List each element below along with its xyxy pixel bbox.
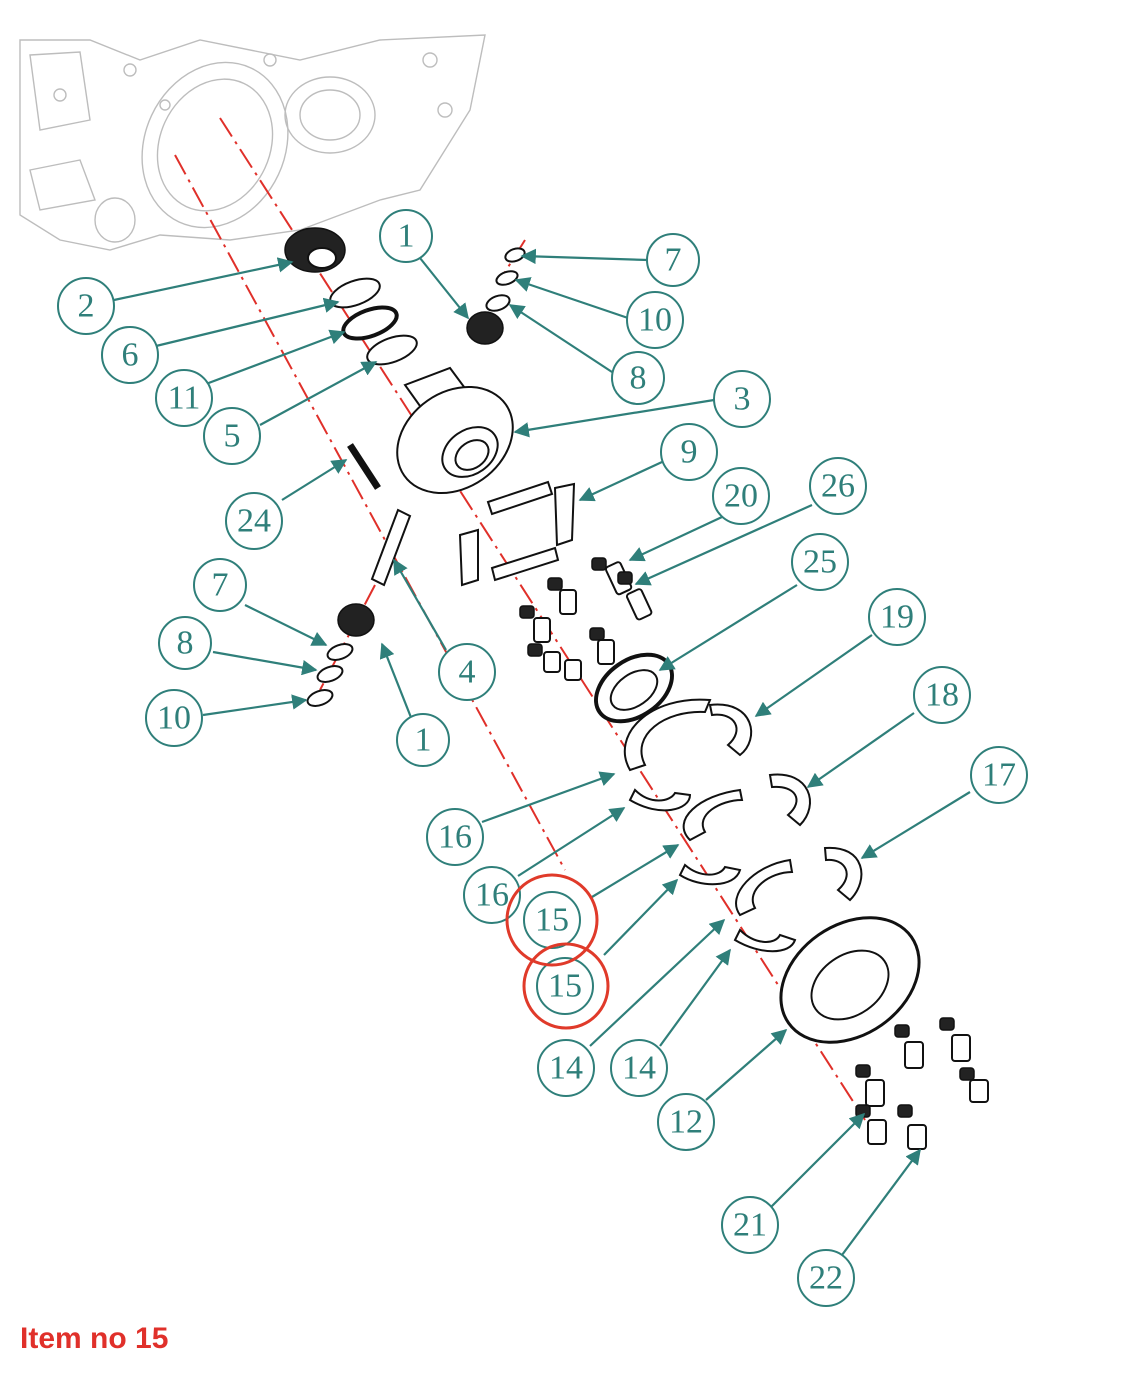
- shaft: [370, 508, 412, 587]
- callout-15-lower: 15: [536, 957, 594, 1015]
- svg-text:25: 25: [803, 544, 837, 581]
- callout-1-bottom: 1: [396, 713, 450, 767]
- spacer-rings: [623, 698, 863, 953]
- bearing: [594, 652, 674, 724]
- callout-2: 2: [57, 277, 115, 335]
- callout-7-top: 7: [646, 233, 700, 287]
- callout-3: 3: [713, 370, 771, 428]
- callout-1-top: 1: [379, 209, 433, 263]
- svg-text:10: 10: [638, 302, 672, 339]
- svg-text:18: 18: [925, 677, 959, 714]
- leader-lines: [113, 248, 971, 1256]
- callout-17: 17: [970, 746, 1028, 804]
- callout-6: 6: [101, 326, 159, 384]
- washer-10-top: [495, 270, 519, 286]
- callout-16-upper: 16: [426, 808, 484, 866]
- callout-20: 20: [712, 467, 770, 525]
- bolt-group-lower: [855, 1017, 989, 1150]
- callout-9: 9: [660, 423, 718, 481]
- highlight-rings: [505, 873, 610, 1030]
- callout-18: 18: [913, 666, 971, 724]
- callout-24: 24: [225, 492, 283, 550]
- svg-text:24: 24: [237, 503, 271, 540]
- svg-text:12: 12: [669, 1104, 703, 1141]
- ring-5: [366, 334, 418, 366]
- callout-15-upper: 15: [523, 891, 581, 949]
- svg-text:1: 1: [415, 722, 432, 759]
- pinion-gear: [284, 227, 346, 273]
- svg-text:19: 19: [880, 599, 914, 636]
- washer-10-bottom: [306, 689, 334, 707]
- svg-text:22: 22: [809, 1260, 843, 1297]
- callout-8-bottom: 8: [158, 616, 212, 670]
- callout-11: 11: [155, 369, 213, 427]
- callout-25: 25: [791, 533, 849, 591]
- callout-14-left: 14: [537, 1039, 595, 1097]
- svg-text:14: 14: [622, 1050, 656, 1087]
- svg-text:16: 16: [475, 877, 509, 914]
- svg-text:15: 15: [535, 902, 569, 939]
- callout-10-top: 10: [626, 291, 684, 349]
- svg-text:21: 21: [733, 1207, 767, 1244]
- washer-8-bottom: [316, 665, 344, 683]
- svg-text:2: 2: [78, 288, 95, 325]
- callout-7-bottom: 7: [193, 558, 247, 612]
- washer-7-bottom: [326, 643, 354, 661]
- shim-plates: [458, 480, 576, 587]
- callout-group: 1 7 2 10 6 8 11 3 5 9 20 26 24 25 7 19 8…: [57, 209, 1028, 1307]
- svg-text:1: 1: [398, 218, 415, 255]
- svg-text:8: 8: [177, 625, 194, 662]
- washer-8-top: [485, 294, 511, 312]
- callout-4: 4: [438, 643, 496, 701]
- svg-text:5: 5: [224, 418, 241, 455]
- housing-ghost: [19, 34, 486, 251]
- callout-12: 12: [657, 1093, 715, 1151]
- svg-text:14: 14: [549, 1050, 583, 1087]
- bolt-group-mid: [519, 557, 653, 681]
- callout-5: 5: [203, 407, 261, 465]
- callout-19: 19: [868, 588, 926, 646]
- side-gear-top: [466, 311, 504, 345]
- differential-case: [396, 366, 514, 495]
- callout-22: 22: [797, 1249, 855, 1307]
- svg-text:3: 3: [734, 381, 751, 418]
- callout-14-right: 14: [610, 1039, 668, 1097]
- svg-text:6: 6: [122, 337, 139, 374]
- cross-pin: [347, 443, 381, 490]
- svg-text:7: 7: [665, 242, 682, 279]
- axis-lines: [174, 117, 866, 1121]
- item-caption: Item no 15: [20, 1322, 169, 1355]
- svg-text:20: 20: [724, 478, 758, 515]
- svg-text:16: 16: [438, 819, 472, 856]
- svg-text:9: 9: [681, 434, 698, 471]
- svg-text:26: 26: [821, 468, 855, 505]
- side-gear-bottom: [337, 603, 375, 637]
- svg-text:15: 15: [548, 968, 582, 1005]
- svg-text:4: 4: [459, 654, 476, 691]
- highlight-ring-15-lower: [522, 942, 610, 1030]
- parts: [284, 227, 989, 1150]
- svg-text:10: 10: [157, 700, 191, 737]
- svg-text:8: 8: [630, 360, 647, 397]
- callout-10-bottom: 10: [145, 689, 203, 747]
- flange: [779, 916, 921, 1044]
- callout-26: 26: [809, 457, 867, 515]
- svg-text:17: 17: [982, 757, 1016, 794]
- svg-text:7: 7: [212, 567, 229, 604]
- callout-16-lower: 16: [463, 866, 521, 924]
- highlight-ring-15-upper: [505, 873, 599, 967]
- svg-text:11: 11: [168, 380, 201, 417]
- callout-21: 21: [721, 1196, 779, 1254]
- callout-8-top: 8: [611, 351, 665, 405]
